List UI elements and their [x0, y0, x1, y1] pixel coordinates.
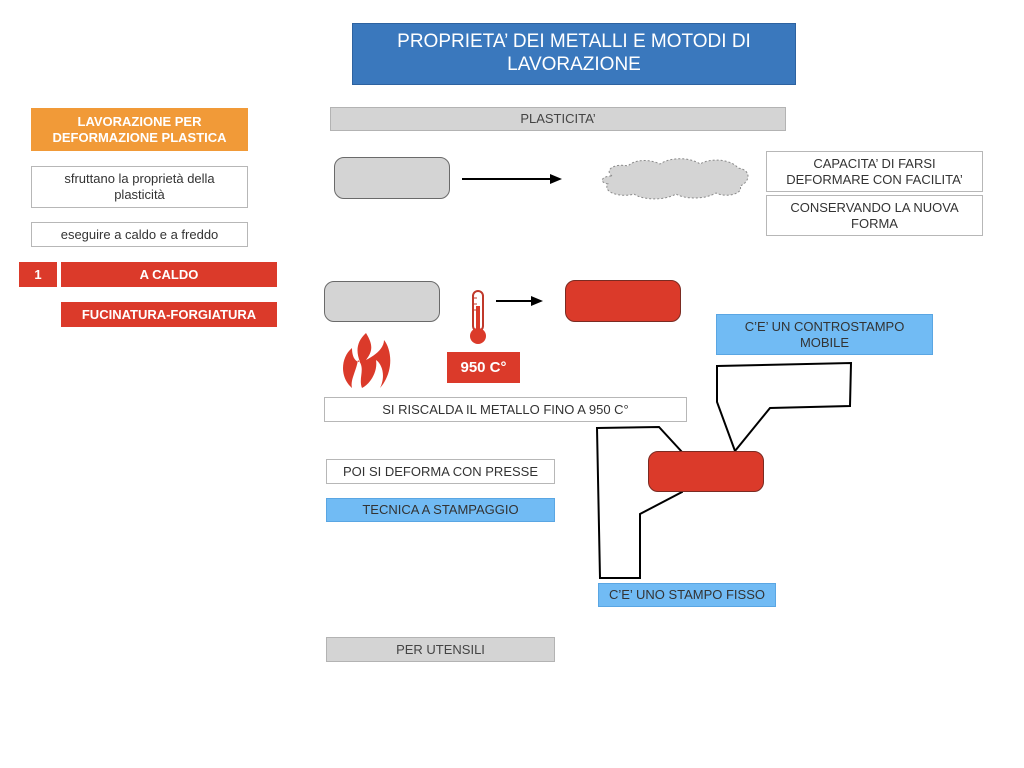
stamping-technique-label: TECNICA A STAMPAGGIO	[326, 498, 555, 522]
plasticity-header: PLASTICITA’	[330, 107, 786, 131]
fixed-die-label: C’E’ UNO STAMPO FISSO	[598, 583, 776, 607]
plasticity-definition-2: CONSERVANDO LA NUOVA FORMA	[766, 195, 983, 236]
movable-die-label: C’E’ UN CONTROSTAMPO MOBILE	[716, 314, 933, 355]
fixed-die-outline	[595, 425, 683, 579]
heating-caption: SI RISCALDA IL METALLO FINO A 950 C°	[324, 397, 687, 422]
hot-metal-shape	[565, 280, 681, 322]
hot-cold-note: eseguire a caldo e a freddo	[31, 222, 248, 247]
deformation-header: LAVORAZIONE PER DEFORMAZIONE PLASTICA	[31, 108, 248, 151]
temperature-badge: 950 C°	[447, 352, 520, 383]
original-metal-shape	[334, 157, 450, 199]
tools-label: PER UTENSILI	[326, 637, 555, 662]
hot-method-label: A CALDO	[61, 262, 277, 287]
plasticity-note: sfruttano la proprietà della plasticità	[31, 166, 248, 208]
forging-technique-label: FUCINATURA-FORGIATURA	[61, 302, 277, 327]
cold-metal-shape	[324, 281, 440, 322]
workpiece-shape	[648, 451, 764, 492]
transform-arrow	[462, 174, 562, 184]
step-number-badge: 1	[19, 262, 57, 287]
plasticity-definition-1: CAPACITA’ DI FARSI DEFORMARE CON FACILIT…	[766, 151, 983, 192]
movable-die-outline	[716, 361, 853, 453]
deformed-metal-shape	[601, 158, 749, 200]
heating-arrow	[496, 296, 543, 306]
flame-icon	[343, 333, 391, 388]
thermometer-icon	[470, 290, 486, 344]
page-title: PROPRIETA’ DEI METALLI E MOTODI DI LAVOR…	[352, 23, 796, 85]
press-step-label: POI SI DEFORMA CON PRESSE	[326, 459, 555, 484]
